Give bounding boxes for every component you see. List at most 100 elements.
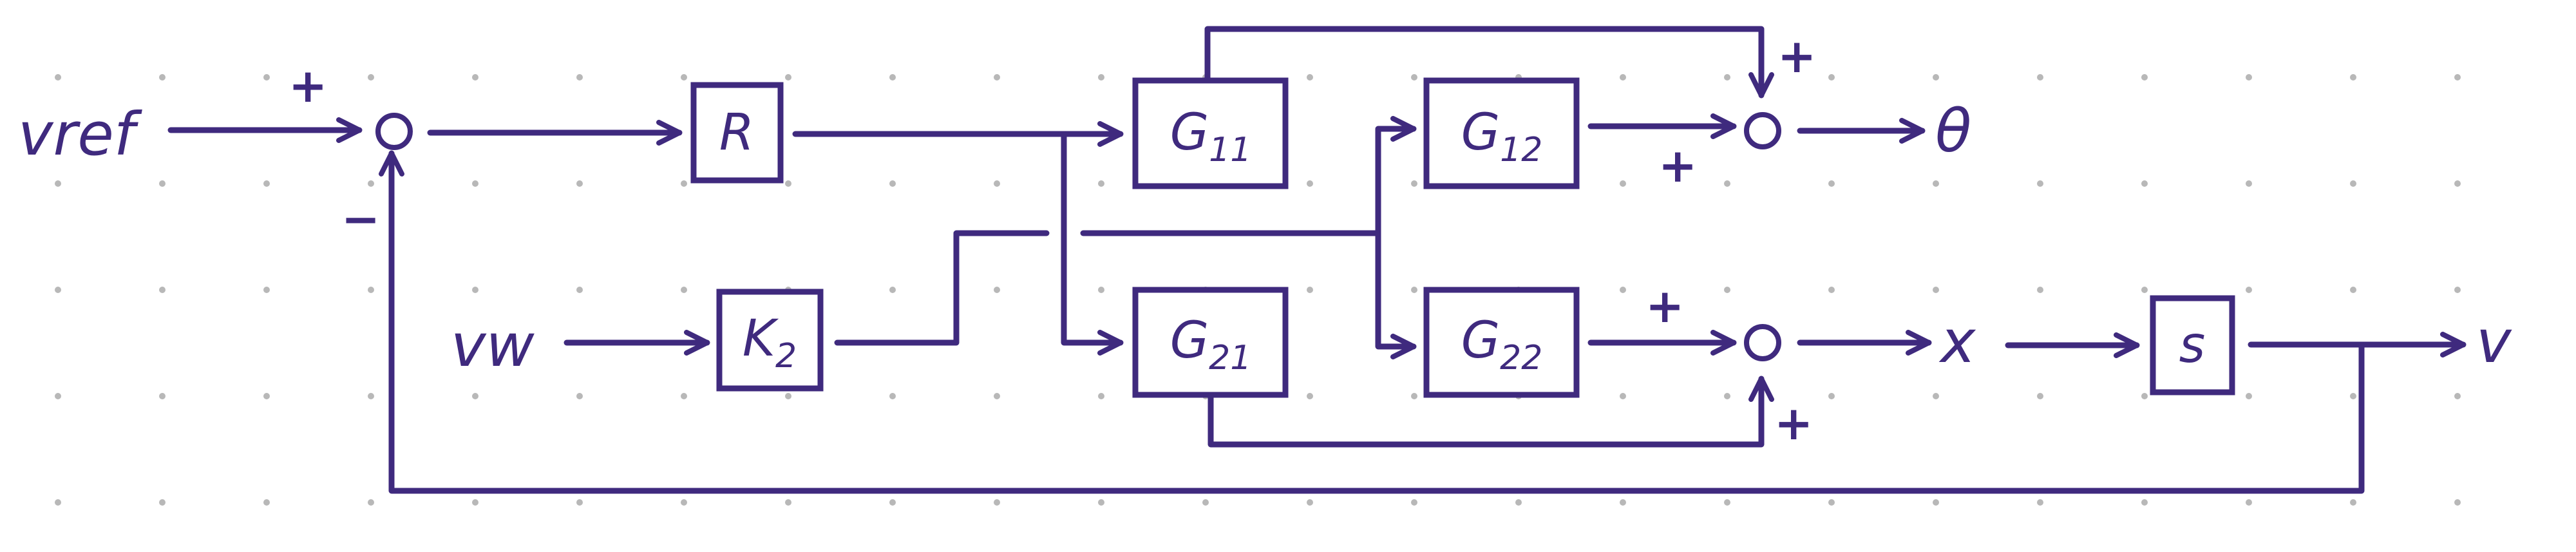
grid-dot bbox=[159, 499, 166, 506]
grid-dot bbox=[1098, 180, 1104, 187]
signal-x-label: x bbox=[1938, 307, 1976, 376]
grid-dot bbox=[681, 393, 687, 399]
grid-dot bbox=[1098, 393, 1104, 399]
grid-dot bbox=[2246, 499, 2252, 506]
signal-theta-label: θ bbox=[1935, 97, 1971, 166]
grid-dot bbox=[1098, 287, 1104, 293]
sign-x-left: + bbox=[1645, 279, 1684, 333]
sign-labels: + − + + + + bbox=[289, 29, 1816, 450]
signal-labels: vref vw θ x v bbox=[18, 97, 2512, 380]
grid-dot bbox=[472, 180, 478, 187]
sign-theta-top: + bbox=[1777, 29, 1816, 83]
grid-dot bbox=[1828, 287, 1835, 293]
grid-dot bbox=[785, 393, 791, 399]
grid-dot bbox=[2350, 180, 2356, 187]
block-g22-sub: 22 bbox=[1500, 339, 1542, 377]
grid-dot bbox=[1411, 499, 1417, 506]
grid-dot bbox=[55, 180, 61, 187]
grid-dot bbox=[1307, 74, 1313, 81]
grid-dot bbox=[1098, 499, 1104, 506]
sign-sum1-ref: + bbox=[289, 59, 327, 113]
block-g21: G21 bbox=[1132, 287, 1289, 398]
grid-dot bbox=[1411, 393, 1417, 399]
svg-text:G22: G22 bbox=[1461, 312, 1543, 377]
block-g21-sub: 21 bbox=[1209, 339, 1251, 377]
grid-dot bbox=[472, 287, 478, 293]
grid-dot bbox=[1933, 74, 1939, 81]
grid-dot bbox=[1411, 74, 1417, 81]
signal-vw-label: vw bbox=[451, 311, 535, 380]
grid-dot bbox=[159, 180, 166, 187]
grid-dot bbox=[2246, 287, 2252, 293]
grid-dot bbox=[2037, 287, 2043, 293]
grid-dot bbox=[2037, 74, 2043, 81]
grid-dot bbox=[368, 393, 374, 399]
grid-dot bbox=[576, 287, 583, 293]
grid-dot bbox=[1202, 499, 1209, 506]
grid-dot bbox=[1307, 393, 1313, 399]
sign-x-bottom: + bbox=[1774, 396, 1813, 450]
grid-dot bbox=[576, 74, 583, 81]
sum-junction-theta bbox=[1744, 112, 1781, 149]
block-g11-label: G bbox=[1170, 104, 1209, 162]
grid-dot bbox=[1620, 74, 1626, 81]
grid-dot bbox=[2454, 499, 2461, 506]
wire-feedback bbox=[379, 150, 2365, 494]
wire-g21-x-sum bbox=[1208, 376, 1774, 448]
svg-text:G12: G12 bbox=[1461, 104, 1543, 169]
grid-dot bbox=[472, 499, 478, 506]
grid-dot bbox=[889, 74, 896, 81]
grid-dot bbox=[2350, 499, 2356, 506]
grid-dot bbox=[2350, 74, 2356, 81]
grid-dot bbox=[2246, 74, 2252, 81]
grid-dot bbox=[2454, 393, 2461, 399]
summing-junctions bbox=[375, 112, 1781, 361]
grid-dot bbox=[1620, 287, 1626, 293]
grid-dot bbox=[2454, 180, 2461, 187]
grid-dot bbox=[263, 74, 270, 81]
sum-junction-x bbox=[1744, 324, 1781, 361]
grid-dot bbox=[681, 499, 687, 506]
grid-dot bbox=[2246, 393, 2252, 399]
grid-dot bbox=[1411, 180, 1417, 187]
grid-dot bbox=[576, 499, 583, 506]
grid-dot bbox=[1828, 74, 1835, 81]
grid-dot bbox=[2037, 499, 2043, 506]
grid-dot bbox=[994, 180, 1000, 187]
grid-dot bbox=[2141, 287, 2148, 293]
grid-dot bbox=[159, 74, 166, 81]
grid-dot bbox=[1828, 499, 1835, 506]
grid-dot bbox=[889, 393, 896, 399]
grid-dot bbox=[576, 180, 583, 187]
grid-dot bbox=[681, 74, 687, 81]
grid-dot bbox=[785, 74, 791, 81]
grid-dot bbox=[785, 180, 791, 187]
block-g22-label: G bbox=[1461, 312, 1500, 370]
grid-dot bbox=[2246, 180, 2252, 187]
block-g21-label: G bbox=[1170, 312, 1209, 370]
grid-dot bbox=[2141, 74, 2148, 81]
grid-dot bbox=[55, 287, 61, 293]
sign-theta-left: + bbox=[1658, 138, 1697, 193]
grid-dot bbox=[2350, 393, 2356, 399]
grid-dot bbox=[1933, 180, 1939, 187]
grid-dot bbox=[1828, 393, 1835, 399]
wire-g11-theta-sum bbox=[1204, 26, 1774, 99]
block-k2: K2 bbox=[716, 289, 824, 392]
grid-dot bbox=[2037, 180, 2043, 187]
grid-dot bbox=[785, 499, 791, 506]
grid-dot bbox=[2454, 287, 2461, 293]
block-g12-sub: 12 bbox=[1500, 131, 1542, 169]
grid-dot bbox=[889, 287, 896, 293]
svg-text:G11: G11 bbox=[1170, 104, 1252, 169]
grid-dot bbox=[1828, 180, 1835, 187]
grid-dot bbox=[368, 499, 374, 506]
grid-dot bbox=[55, 74, 61, 81]
grid-dot bbox=[263, 393, 270, 399]
grid-dot bbox=[1620, 393, 1626, 399]
block-r: R bbox=[690, 82, 784, 184]
grid-dot bbox=[994, 74, 1000, 81]
grid-dot bbox=[994, 393, 1000, 399]
block-k2-label: K bbox=[743, 310, 779, 368]
